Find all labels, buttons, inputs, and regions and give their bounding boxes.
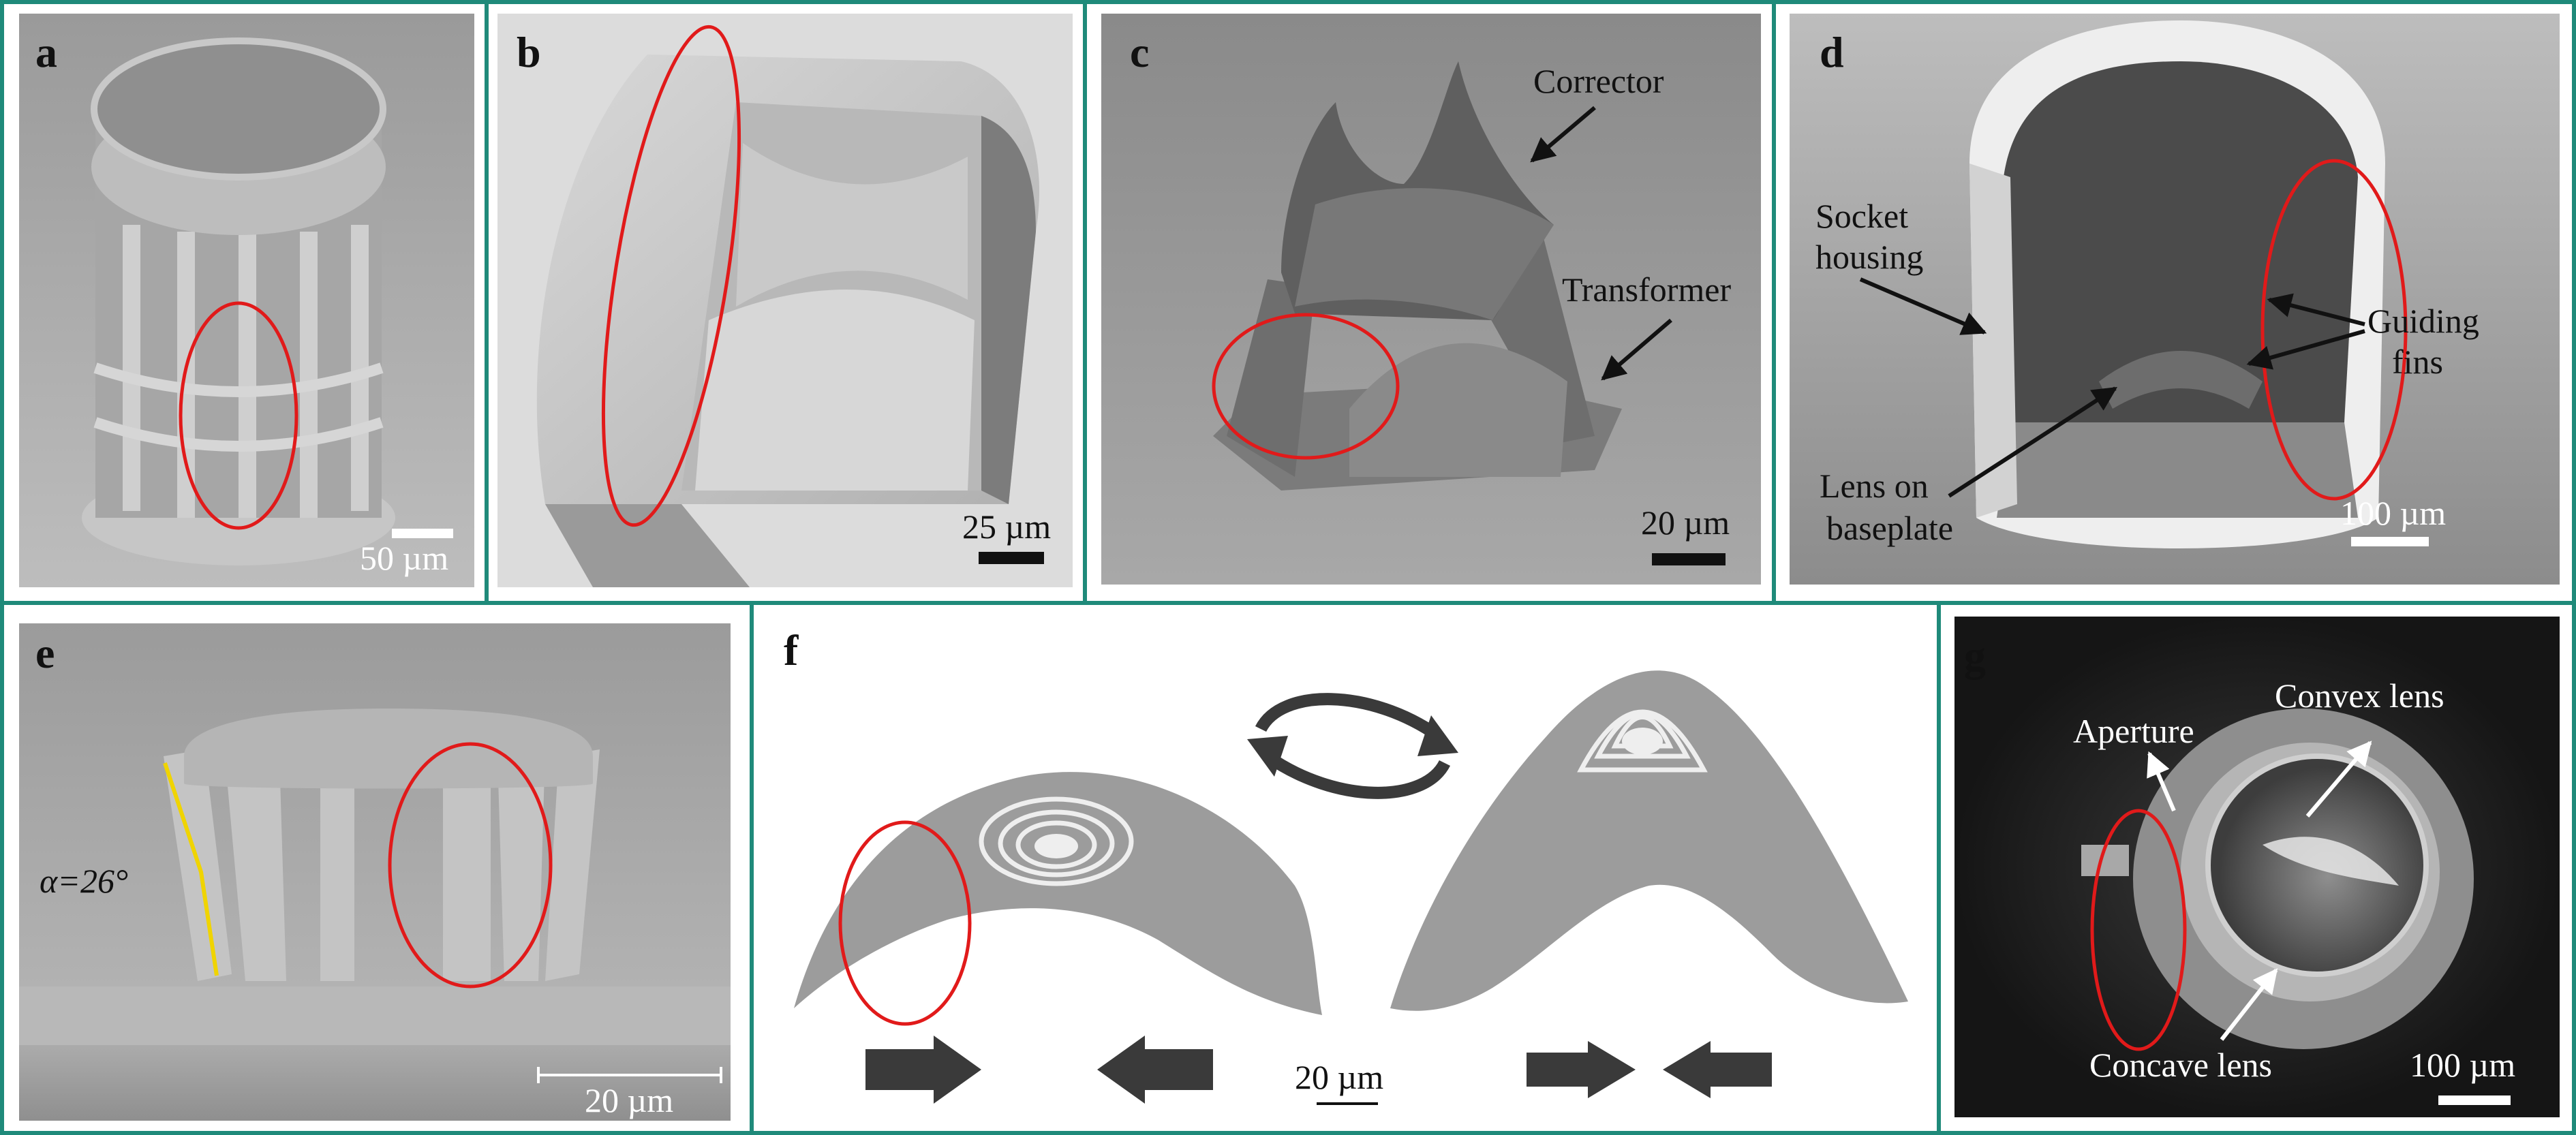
scale-bar-c — [1652, 553, 1726, 565]
scale-label-c: 20 µm — [1641, 503, 1730, 542]
scale-label-d: 100 µm — [2340, 494, 2446, 532]
arrow-socket-housing — [1859, 277, 1987, 335]
panel-label-d: d — [1820, 28, 1844, 76]
annotation-guiding: Guiding — [2367, 302, 2479, 340]
corrector-top-face — [1295, 188, 1554, 320]
support-legs — [164, 749, 600, 981]
panel-g: g Aperture Convex lens Concave lens 100 … — [1954, 617, 2560, 1117]
arrow-guiding-fin-2 — [2246, 329, 2365, 370]
annotation-corrector: Corrector — [1533, 62, 1664, 100]
arrow-convex-lens — [2305, 741, 2372, 818]
annotation-lens-on: Lens on — [1820, 467, 1929, 505]
lens-on-baseplate — [2099, 351, 2263, 409]
scale-label-b: 25 µm — [962, 508, 1051, 546]
panel-label-e: e — [35, 629, 55, 677]
scale-label-a: 50 µm — [360, 539, 448, 577]
panel-label-f: f — [784, 626, 799, 674]
cylinder-top — [91, 37, 386, 181]
annotation-aperture: Aperture — [2073, 712, 2194, 750]
annotation-fins: fins — [2392, 343, 2443, 381]
rotation-arrow-head-2 — [1247, 736, 1288, 777]
scale-bar-b — [979, 552, 1044, 564]
annotation-transformer: Transformer — [1562, 270, 1731, 309]
rotation-arrow-head-1 — [1417, 715, 1458, 756]
substrate-edge — [19, 986, 731, 1045]
lens-glint — [2263, 837, 2399, 886]
highlight-ellipse-c — [1212, 313, 1400, 460]
arrow-aperture — [2147, 751, 2176, 812]
socket-housing-wall-left — [1969, 164, 2017, 518]
scale-bar-d — [2351, 537, 2429, 546]
panel-a: a 50 µm — [19, 14, 474, 587]
fiber-shaft — [545, 504, 750, 587]
panel-label-a: a — [35, 28, 57, 76]
highlight-ellipse-d — [2260, 159, 2408, 501]
panel-b: b 25 µm — [497, 14, 1073, 587]
inner-lens-top — [736, 143, 968, 307]
panel-d: d Socket housing Guiding fins Lens on ba… — [1790, 14, 2560, 585]
highlight-ellipse-a — [179, 301, 298, 530]
transformer-lens — [1349, 343, 1567, 477]
annotation-housing: housing — [1815, 238, 1923, 276]
scale-bar-a — [392, 529, 453, 538]
arched-membrane-left — [794, 772, 1322, 1015]
rotation-arrows-icon — [1255, 693, 1451, 799]
highlight-ellipse-f — [838, 820, 972, 1026]
panel-e: e α=26° 20 µm — [19, 623, 731, 1121]
scale-label-g: 100 µm — [2410, 1046, 2515, 1084]
arrow-lens-baseplate — [1948, 386, 2118, 498]
panel-c: c Corrector Transformer 20 µm — [1101, 14, 1761, 585]
highlight-ellipse-b — [601, 25, 741, 527]
angle-line — [163, 762, 219, 976]
highlight-ellipse-g — [2090, 809, 2187, 1051]
arrow-corrector — [1530, 106, 1596, 163]
annotation-convex-lens: Convex lens — [2275, 677, 2444, 715]
scale-bar-f — [1317, 1102, 1378, 1105]
arrow-transformer — [1601, 318, 1672, 381]
scale-label-e: 20 µm — [585, 1081, 673, 1119]
center-dot-left — [1034, 834, 1078, 858]
panel-label-c: c — [1130, 28, 1149, 76]
socket-cutaway-floor — [1997, 422, 2358, 518]
top-lens-disc — [184, 709, 593, 789]
center-dot-right — [1622, 728, 1663, 755]
arched-membrane-right — [1390, 670, 1908, 1011]
compression-arrows — [865, 1036, 1772, 1104]
annotation-socket: Socket — [1815, 197, 1908, 235]
cylinder-pillars — [123, 225, 369, 518]
scale-bar-g — [2438, 1095, 2511, 1105]
panel-label-g: g — [1964, 632, 1986, 680]
panel-f: f 20 µm — [763, 617, 1927, 1128]
annotation-baseplate: baseplate — [1826, 509, 1953, 547]
arrow-guiding-fin-1 — [2267, 293, 2365, 326]
concentric-rings-right — [1577, 709, 1708, 773]
arrow-concave-lens — [2220, 968, 2278, 1041]
panel-label-b: b — [517, 28, 541, 76]
scale-bar-e — [537, 1067, 722, 1083]
fiber-wall-frame — [981, 116, 1036, 504]
highlight-ellipse-e — [388, 742, 553, 989]
socket-interior — [2004, 61, 2358, 422]
inner-lens-bottom — [695, 290, 975, 491]
cylinder-rings — [93, 362, 384, 452]
concentric-rings-left — [979, 796, 1134, 886]
annotation-concave-lens: Concave lens — [2089, 1046, 2272, 1084]
scale-label-f: 20 µm — [1295, 1058, 1383, 1096]
angle-label: α=26° — [40, 862, 128, 900]
